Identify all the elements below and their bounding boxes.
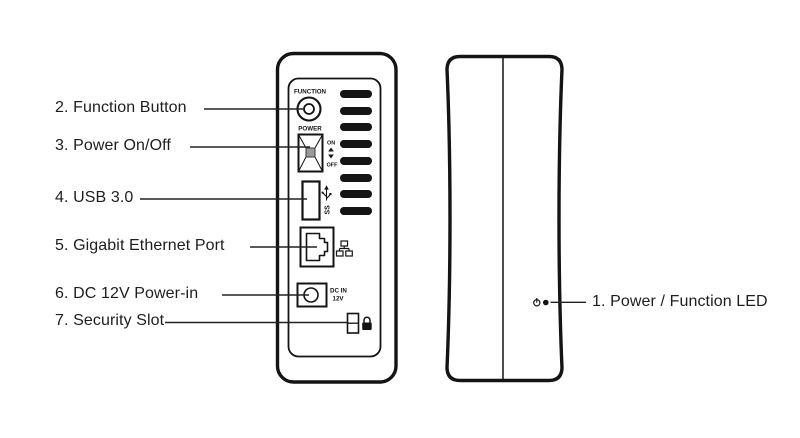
led-indicator-dot	[543, 299, 549, 306]
dc-in-label: DC IN	[330, 288, 347, 295]
callout-led: 1. Power / Function LED	[592, 293, 768, 310]
power-symbol-icon	[533, 298, 541, 307]
power-switch	[297, 133, 324, 173]
power-switch-markings: ON OFF	[327, 141, 339, 169]
device-side-view	[445, 54, 564, 383]
callout-dc-power: 6. DC 12V Power-in	[55, 285, 199, 302]
arrow-up-icon	[328, 147, 334, 152]
security-slot	[346, 312, 360, 334]
network-lan-icon	[335, 240, 353, 257]
switch-off-label: OFF	[327, 163, 339, 169]
callout-usb: 4. USB 3.0	[55, 189, 134, 206]
dc-in-voltage-label: 12V	[333, 296, 345, 303]
device-rear-view: FUNCTION POWER ON OFF	[275, 51, 398, 384]
side-chassis-outline	[445, 54, 564, 383]
switch-on-label: ON	[327, 141, 335, 147]
power-label: POWER	[298, 126, 322, 133]
function-button	[296, 96, 322, 122]
arrow-down-icon	[328, 154, 334, 159]
usb-port	[301, 180, 321, 221]
callout-ethernet: 5. Gigabit Ethernet Port	[55, 237, 225, 254]
padlock-icon	[362, 316, 372, 330]
callout-function-button: 2. Function Button	[55, 99, 187, 116]
usb-logo-text: SS	[325, 205, 332, 215]
function-label: FUNCTION	[294, 89, 326, 96]
power-switch-knob	[305, 147, 316, 158]
callout-power-switch: 3. Power On/Off	[55, 137, 171, 154]
callout-security-slot: 7. Security Slot	[55, 312, 165, 329]
vent-grille	[340, 90, 372, 215]
leader-lines	[140, 108, 586, 324]
usb-superspeed-trident-icon	[321, 185, 332, 201]
